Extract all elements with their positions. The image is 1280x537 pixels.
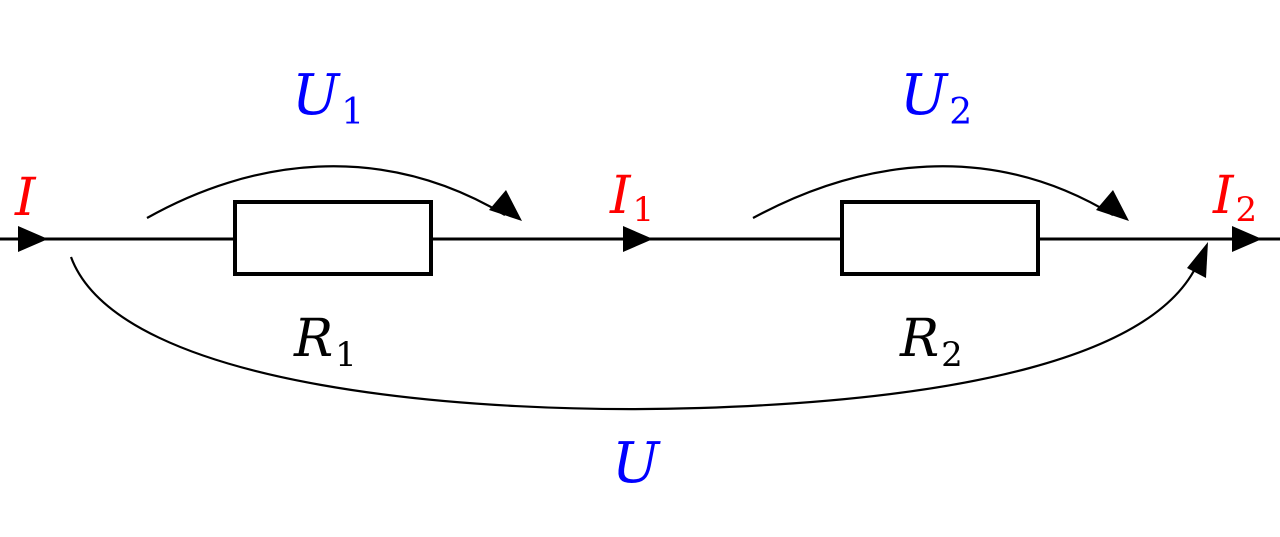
voltage-arc-u2 xyxy=(752,165,1114,219)
current-arrow-i1 xyxy=(623,226,653,252)
voltage-arrow-u1 xyxy=(489,190,522,221)
voltage-label-u1: U1 xyxy=(292,63,364,133)
voltage-label-u2: U2 xyxy=(900,63,972,133)
voltage-arrow-u xyxy=(1187,242,1208,278)
current-arrow-i xyxy=(18,226,48,252)
resistor-r1 xyxy=(233,200,433,276)
current-label-i1: I1 xyxy=(609,166,654,230)
current-label-i2: I2 xyxy=(1212,166,1257,230)
resistor-label-r2: R2 xyxy=(899,309,963,375)
voltage-arc-u1 xyxy=(146,165,506,219)
current-arrow-i2 xyxy=(1232,226,1262,252)
resistor-r2 xyxy=(840,200,1040,276)
resistor-label-r1: R1 xyxy=(293,309,357,375)
voltage-label-u: U xyxy=(612,431,661,496)
voltage-arrow-u2 xyxy=(1096,190,1129,221)
voltage-arc-u xyxy=(69,256,1202,411)
current-label-i: I xyxy=(14,168,37,228)
